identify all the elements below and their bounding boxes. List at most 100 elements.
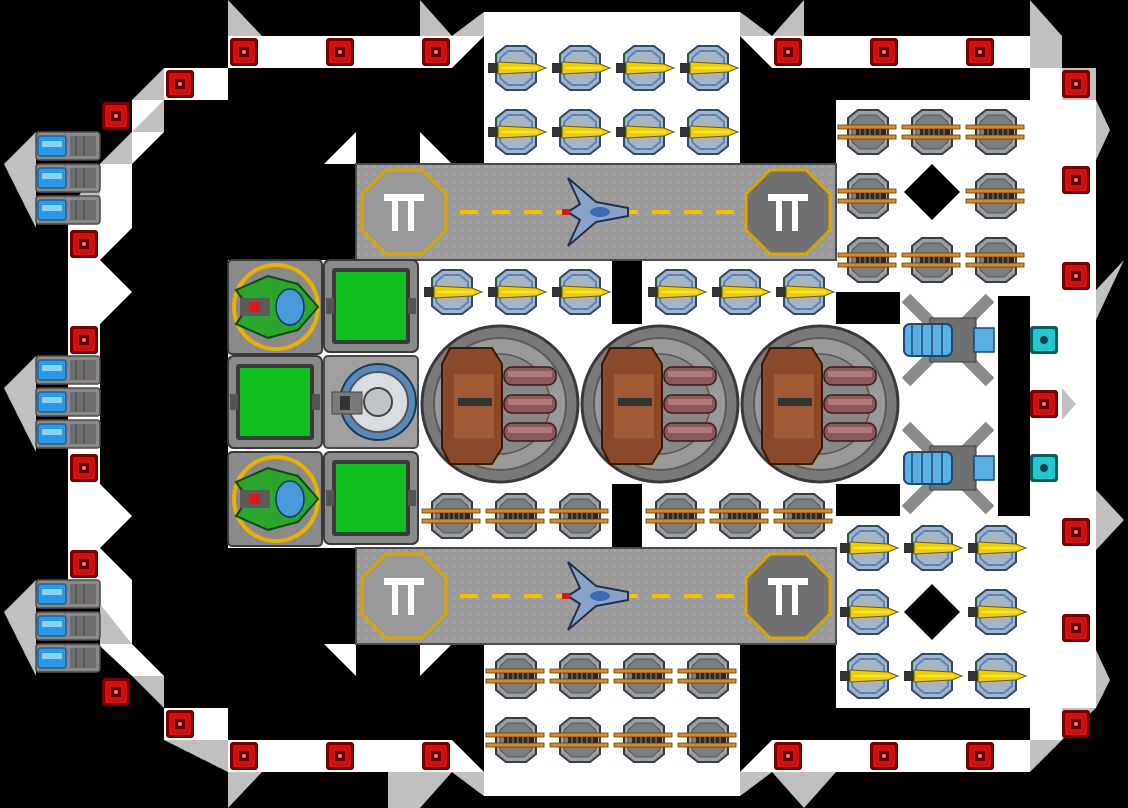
plasma-emitter-icon[interactable] — [901, 293, 995, 387]
armor-block-icon[interactable] — [230, 38, 258, 66]
laser-turret-icon[interactable] — [968, 653, 1028, 699]
laser-turret-layer — [424, 45, 1028, 699]
railgun-turret-icon[interactable] — [549, 717, 609, 763]
laser-turret-icon[interactable] — [968, 589, 1028, 635]
laser-turret-icon[interactable] — [488, 269, 548, 315]
laser-turret-icon[interactable] — [840, 525, 900, 571]
armor-block-icon[interactable] — [870, 38, 898, 66]
engine-icon[interactable] — [35, 419, 101, 449]
railgun-turret-icon[interactable] — [613, 653, 673, 699]
laser-turret-icon[interactable] — [552, 45, 612, 91]
engine-icon[interactable] — [35, 387, 101, 417]
heavy-cannon-icon[interactable] — [420, 324, 580, 484]
armor-block-icon[interactable] — [774, 742, 802, 770]
armor-block-icon[interactable] — [102, 678, 130, 706]
armor-block-icon[interactable] — [1062, 710, 1090, 738]
railgun-turret-icon[interactable] — [837, 109, 897, 155]
armor-block-icon[interactable] — [70, 326, 98, 354]
hangar-icon[interactable] — [355, 547, 837, 645]
railgun-turret-icon[interactable] — [837, 173, 897, 219]
engine-icon[interactable] — [35, 611, 101, 641]
railgun-turret-icon[interactable] — [965, 237, 1025, 283]
power-module-icon[interactable] — [227, 355, 323, 449]
armor-block-icon[interactable] — [422, 742, 450, 770]
railgun-turret-icon[interactable] — [421, 493, 481, 539]
armor-block-icon[interactable] — [1062, 518, 1090, 546]
laser-turret-icon[interactable] — [776, 269, 836, 315]
laser-turret-icon[interactable] — [840, 589, 900, 635]
heavy-cannon-icon[interactable] — [740, 324, 900, 484]
laser-turret-icon[interactable] — [616, 109, 676, 155]
engine-icon[interactable] — [35, 163, 101, 193]
reactor-icon[interactable] — [323, 355, 419, 449]
laser-turret-icon[interactable] — [680, 109, 740, 155]
armor-block-icon[interactable] — [870, 742, 898, 770]
armor-block-icon[interactable] — [230, 742, 258, 770]
railgun-turret-icon[interactable] — [677, 653, 737, 699]
armor-block-icon[interactable] — [70, 550, 98, 578]
armor-block-icon[interactable] — [1062, 262, 1090, 290]
armor-block-icon[interactable] — [1062, 70, 1090, 98]
railgun-turret-icon[interactable] — [485, 653, 545, 699]
fighter-icon[interactable] — [562, 561, 629, 631]
engine-icon[interactable] — [35, 579, 101, 609]
armor-block-icon[interactable] — [326, 742, 354, 770]
armor-block-icon[interactable] — [966, 38, 994, 66]
armor-block-icon[interactable] — [102, 102, 130, 130]
railgun-turret-icon[interactable] — [965, 109, 1025, 155]
armor-block-icon[interactable] — [70, 454, 98, 482]
armor-block-icon[interactable] — [166, 710, 194, 738]
engine-icon[interactable] — [35, 355, 101, 385]
railgun-turret-icon[interactable] — [709, 493, 769, 539]
railgun-turret-icon[interactable] — [549, 493, 609, 539]
armor-block-icon[interactable] — [326, 38, 354, 66]
railgun-turret-icon[interactable] — [549, 653, 609, 699]
railgun-turret-icon[interactable] — [965, 173, 1025, 219]
railgun-turret-icon[interactable] — [837, 237, 897, 283]
shield-emitter-icon[interactable] — [1030, 454, 1058, 482]
railgun-turret-icon[interactable] — [485, 493, 545, 539]
railgun-turret-icon[interactable] — [677, 717, 737, 763]
hull-bevel — [164, 740, 228, 772]
laser-turret-icon[interactable] — [904, 525, 964, 571]
railgun-turret-icon[interactable] — [645, 493, 705, 539]
fighter-icon[interactable] — [562, 177, 629, 247]
hangar-icon[interactable] — [355, 163, 837, 261]
armor-block-icon[interactable] — [166, 70, 194, 98]
drone-bay-icon[interactable] — [227, 451, 323, 547]
shield-emitter-icon[interactable] — [1030, 326, 1058, 354]
power-module-icon[interactable] — [323, 259, 419, 353]
railgun-turret-icon[interactable] — [613, 717, 673, 763]
laser-turret-icon[interactable] — [488, 109, 548, 155]
laser-turret-icon[interactable] — [552, 269, 612, 315]
laser-turret-icon[interactable] — [552, 109, 612, 155]
engine-icon[interactable] — [35, 195, 101, 225]
engine-icon[interactable] — [35, 643, 101, 673]
armor-block-icon[interactable] — [966, 742, 994, 770]
armor-block-icon[interactable] — [70, 230, 98, 258]
engine-icon[interactable] — [35, 131, 101, 161]
armor-block-icon[interactable] — [774, 38, 802, 66]
laser-turret-icon[interactable] — [904, 653, 964, 699]
laser-turret-icon[interactable] — [648, 269, 708, 315]
power-module-icon[interactable] — [323, 451, 419, 545]
armor-block-icon[interactable] — [1030, 390, 1058, 418]
laser-turret-icon[interactable] — [840, 653, 900, 699]
laser-turret-icon[interactable] — [680, 45, 740, 91]
heavy-cannon-icon[interactable] — [580, 324, 740, 484]
laser-turret-icon[interactable] — [488, 45, 548, 91]
armor-block-icon[interactable] — [1062, 614, 1090, 642]
laser-turret-icon[interactable] — [712, 269, 772, 315]
railgun-turret-icon[interactable] — [773, 493, 833, 539]
drone-bay-icon[interactable] — [227, 259, 323, 355]
railgun-turret-icon[interactable] — [901, 109, 961, 155]
laser-turret-icon[interactable] — [968, 525, 1028, 571]
plasma-emitter-icon[interactable] — [901, 421, 995, 515]
railgun-turret-icon[interactable] — [485, 717, 545, 763]
armor-block-icon[interactable] — [1062, 166, 1090, 194]
railgun-turret-icon[interactable] — [901, 237, 961, 283]
hangar-t-icon — [744, 168, 832, 256]
laser-turret-icon[interactable] — [424, 269, 484, 315]
armor-block-icon[interactable] — [422, 38, 450, 66]
laser-turret-icon[interactable] — [616, 45, 676, 91]
